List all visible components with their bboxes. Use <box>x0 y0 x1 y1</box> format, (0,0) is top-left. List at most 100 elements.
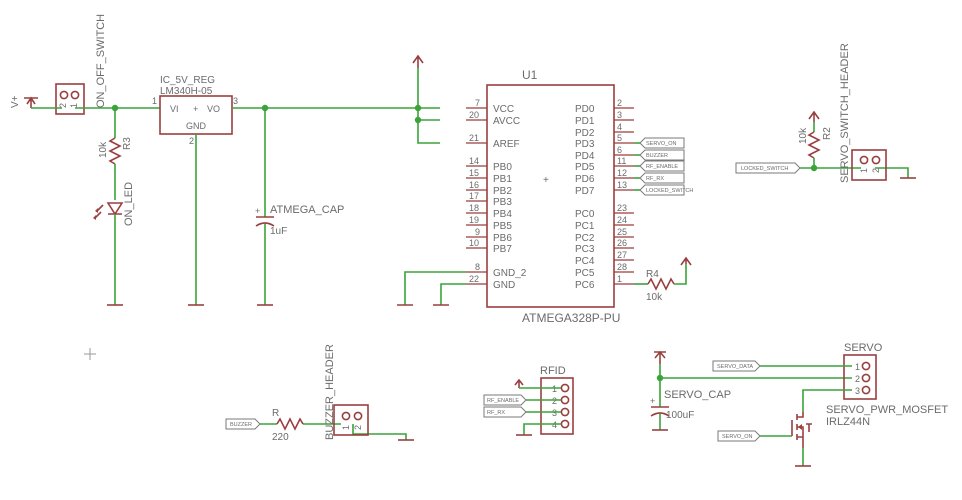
rfid-pin <box>560 407 570 417</box>
rfid-body[interactable] <box>540 377 574 435</box>
plus5v-symbol <box>412 54 424 68</box>
flag-rf-rx-text: RF_RX <box>646 176 664 182</box>
r4-resistor[interactable] <box>647 277 675 291</box>
reg-value: LM340H-05 <box>160 86 213 97</box>
mosfet-value: IRLZ44N <box>826 416 870 428</box>
u1-pin-label: PD2 <box>575 128 595 139</box>
rfid-pin <box>560 395 570 405</box>
switch-pin-number: 2 <box>58 103 68 108</box>
led-arrow-heads <box>93 208 98 220</box>
u1-pin-label: PB1 <box>493 174 512 185</box>
flag-servo-on[interactable] <box>717 430 761 442</box>
on-off-switch-label: ON_OFF_SWITCH <box>95 14 107 108</box>
servo-pin <box>861 385 871 395</box>
vplus-symbol <box>654 350 666 364</box>
header-pin <box>871 155 881 165</box>
servo-pin <box>861 361 871 371</box>
reg-name: IC_5V_REG <box>160 75 215 86</box>
on-off-switch-body[interactable] <box>55 83 85 115</box>
flag-servo-data[interactable] <box>712 360 761 372</box>
vplus-symbol <box>24 96 38 108</box>
flag-buzzer-text: BUZZER <box>230 422 252 428</box>
u1-pin-number: 22 <box>469 274 479 284</box>
servo-cap-name: SERVO_CAP <box>664 389 731 401</box>
buzzer-header-label: BUZZER_HEADER <box>324 344 336 440</box>
wire <box>417 68 440 144</box>
flag-rf-rx-text: RF_RX <box>487 410 505 416</box>
junction <box>414 116 422 124</box>
flag-buzzer[interactable] <box>639 149 685 161</box>
u1-pin-number: 21 <box>469 133 479 143</box>
u1-pin-label: PC1 <box>575 221 595 232</box>
wire <box>404 271 466 305</box>
u1-pins: VCC7AVCC20AREF21PB014PB115PB216PB317PB41… <box>466 98 693 291</box>
reg-pin3: 3 <box>233 96 238 106</box>
buzzer-header-body[interactable] <box>333 404 369 436</box>
header-pin <box>353 411 363 421</box>
flag-buzzer[interactable] <box>225 418 261 430</box>
r2-name: R2 <box>822 127 833 140</box>
flag-locked-switch[interactable] <box>735 162 801 174</box>
atmega-cap-symbol[interactable] <box>255 216 275 227</box>
u1-pin-label: PB7 <box>493 244 512 255</box>
junction <box>414 104 422 112</box>
flag-locked-switch[interactable] <box>639 184 685 196</box>
u1-pin-number: 26 <box>617 238 627 248</box>
u1-pin-number: 3 <box>617 110 622 120</box>
flag-buzzer-text: BUZZER <box>646 153 668 159</box>
servo-cap-symbol[interactable] <box>650 406 670 417</box>
rfid-name: RFID <box>540 365 566 377</box>
r-buzzer-name: R <box>272 408 279 419</box>
u1-value: ATMEGA328P-PU <box>522 311 620 325</box>
servo-header-body[interactable] <box>843 354 877 400</box>
u1-pin-number: 1 <box>617 274 622 284</box>
flag-rf-enable[interactable] <box>639 160 685 172</box>
u1-power-net <box>397 54 466 306</box>
servo-pin-number: 3 <box>855 386 860 396</box>
u1-pin-number: 20 <box>469 110 479 120</box>
u1-atmega328p[interactable]: U1 ATMEGA328P-PU + VCC7AVCC20AREF21PB014… <box>466 68 693 325</box>
r-buzzer-resistor[interactable] <box>276 417 304 431</box>
flag-servo-on-text: SERVO_ON <box>646 141 676 147</box>
servo-cap-value: 100uF <box>666 410 694 421</box>
flag-rf-rx[interactable] <box>483 406 527 418</box>
r3-name: R3 <box>122 137 133 150</box>
u1-pin-label: GND_2 <box>493 268 527 279</box>
flag-rf-enable[interactable] <box>483 394 527 406</box>
plus5v-symbol <box>680 256 692 266</box>
u1-pin-label: VCC <box>493 104 514 115</box>
reg-plus: + <box>193 104 198 114</box>
r4-value: 10k <box>646 292 663 303</box>
u1-pin-number: 27 <box>617 250 627 260</box>
r-buzzer-value: 220 <box>272 432 289 443</box>
u1-pin-number: 13 <box>617 180 627 190</box>
mosfet-name: SERVO_PWR_MOSFET <box>826 404 948 416</box>
u1-pin-number: 7 <box>475 98 480 108</box>
mosfet-symbol[interactable] <box>791 412 804 448</box>
vplus-label: V+ <box>10 95 21 108</box>
wire <box>659 364 852 407</box>
header-pin-number: 1 <box>341 425 351 430</box>
r3-resistor[interactable] <box>108 137 122 165</box>
u1-pin-number: 18 <box>469 203 479 213</box>
u1-pin-label: PD4 <box>575 151 595 162</box>
rfid-section: RFID 1 2 3 4 RF_ENABLE RF_RX <box>483 365 574 436</box>
flag-servo-on[interactable] <box>639 137 685 149</box>
u1-center-mark: + <box>543 175 549 186</box>
servo-switch-header-body[interactable] <box>851 149 887 181</box>
reg-vo: VO <box>207 104 220 114</box>
u1-pin-label: PD3 <box>575 139 595 150</box>
flag-locked-switch-text: LOCKED_SWITCH <box>646 188 693 194</box>
wire <box>519 387 561 435</box>
servo-switch-section: 10k R2 1 2 SERVO_SWITCH_HEADER LOCKED_SW… <box>735 43 916 183</box>
u1-body[interactable] <box>486 84 615 308</box>
u1-pin-label: PD5 <box>575 162 595 173</box>
atmega-cap-name: ATMEGA_CAP <box>270 204 344 216</box>
r2-resistor[interactable] <box>807 131 821 159</box>
wire <box>760 435 804 466</box>
u1-pin-label: PB6 <box>493 233 512 244</box>
flag-rf-rx[interactable] <box>639 172 685 184</box>
rfid-pin <box>560 383 570 393</box>
on-led-diode[interactable] <box>106 202 124 216</box>
